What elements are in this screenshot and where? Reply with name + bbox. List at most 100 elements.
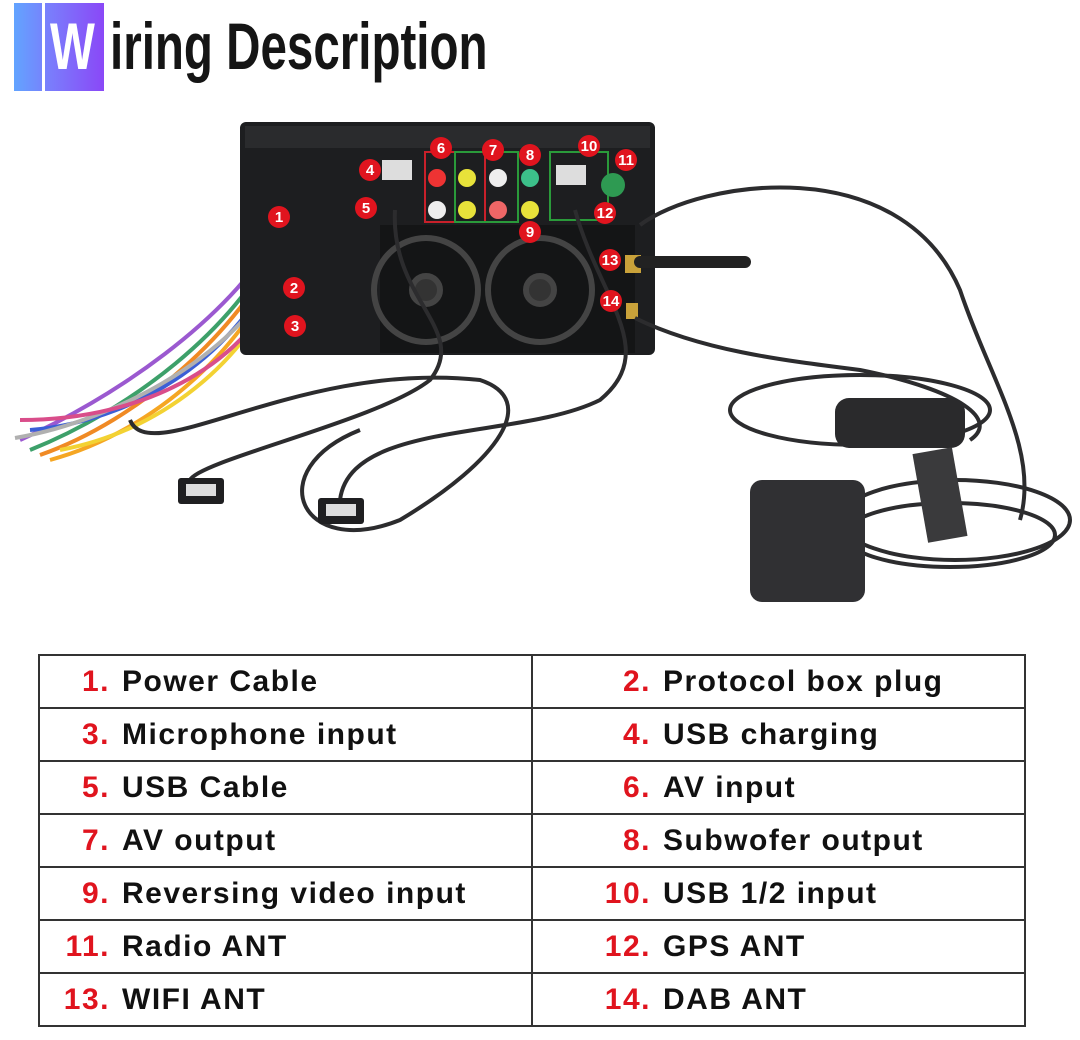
cooling-fan bbox=[371, 235, 595, 345]
marker-number: 6 bbox=[437, 140, 445, 157]
table-row: 11. Radio ANT 12. GPS ANT bbox=[38, 919, 1026, 974]
legend-label: GPS ANT bbox=[663, 929, 806, 963]
legend-number: 9. bbox=[81, 876, 110, 910]
marker-number: 11 bbox=[618, 152, 634, 169]
legend-cell: 9. Reversing video input bbox=[38, 866, 533, 921]
page-title: iring Description bbox=[110, 9, 488, 83]
marker-badge bbox=[359, 159, 381, 181]
marker-1: 1 bbox=[268, 206, 290, 228]
legend-number: 5. bbox=[81, 770, 110, 804]
marker-number: 13 bbox=[602, 252, 619, 269]
marker-number: 1 bbox=[275, 209, 283, 226]
table-row: 13. WIFI ANT 14. DAB ANT bbox=[38, 972, 1026, 1027]
marker-number: 4 bbox=[366, 162, 375, 179]
marker-7: 7 bbox=[482, 139, 504, 161]
dab-antenna-module bbox=[750, 480, 865, 602]
legend-label: DAB ANT bbox=[663, 982, 808, 1016]
marker-number: 3 bbox=[291, 318, 299, 335]
marker-6: 6 bbox=[430, 137, 452, 159]
marker-14: 14 bbox=[600, 290, 622, 312]
marker-badge bbox=[355, 197, 377, 219]
legend-number: 11. bbox=[65, 929, 110, 963]
marker-badge bbox=[594, 202, 616, 224]
marker-badge bbox=[430, 137, 452, 159]
marker-badge bbox=[283, 277, 305, 299]
title-accent-box bbox=[14, 3, 104, 91]
rca-jacks bbox=[428, 169, 539, 219]
marker-number: 5 bbox=[362, 200, 370, 217]
wiring-legend-table: 1. Power Cable 2. Protocol box plug 3. Microp… bbox=[38, 654, 1026, 1027]
legend-number: 1. bbox=[81, 664, 110, 698]
legend-cell: 11. Radio ANT bbox=[38, 919, 533, 974]
legend-cell: 8. Subwofer output bbox=[531, 813, 1026, 868]
legend-cell: 7. AV output bbox=[38, 813, 533, 868]
marker-badge bbox=[519, 144, 541, 166]
legend-label: Reversing video input bbox=[122, 876, 467, 910]
legend-label: WIFI ANT bbox=[122, 982, 267, 1016]
marker-8: 8 bbox=[519, 144, 541, 166]
legend-cell: 4. USB charging bbox=[531, 707, 1026, 762]
legend-cell: 12. GPS ANT bbox=[531, 919, 1026, 974]
marker-badge bbox=[615, 149, 637, 171]
marker-13: 13 bbox=[599, 249, 621, 271]
marker-badge bbox=[482, 139, 504, 161]
legend-cell: 1. Power Cable bbox=[38, 654, 533, 709]
legend-number: 12. bbox=[604, 929, 651, 963]
legend-label: Protocol box plug bbox=[663, 664, 944, 698]
marker-badge bbox=[519, 221, 541, 243]
legend-number: 2. bbox=[622, 664, 651, 698]
title-initial: W bbox=[50, 9, 95, 83]
legend-label: Microphone input bbox=[122, 717, 398, 751]
marker-12: 12 bbox=[594, 202, 616, 224]
marker-number: 2 bbox=[290, 280, 298, 297]
legend-label: USB 1/2 input bbox=[663, 876, 878, 910]
legend-label: AV output bbox=[122, 823, 277, 857]
table-row: 7. AV output 8. Subwofer output bbox=[38, 813, 1026, 868]
marker-number: 8 bbox=[526, 147, 534, 164]
marker-number: 12 bbox=[597, 205, 614, 222]
marker-badge bbox=[268, 206, 290, 228]
legend-cell: 2. Protocol box plug bbox=[531, 654, 1026, 709]
marker-5: 5 bbox=[355, 197, 377, 219]
radio-ant-jack bbox=[601, 173, 625, 197]
table-row: 5. USB Cable 6. AV input bbox=[38, 760, 1026, 815]
marker-number: 7 bbox=[489, 142, 497, 159]
legend-label: Power Cable bbox=[122, 664, 319, 698]
legend-cell: 14. DAB ANT bbox=[531, 972, 1026, 1027]
marker-11: 11 bbox=[615, 149, 637, 171]
gps-antenna-module bbox=[835, 398, 965, 448]
legend-cell: 10. USB 1/2 input bbox=[531, 866, 1026, 921]
table-row: 9. Reversing video input 10. USB 1/2 input bbox=[38, 866, 1026, 921]
legend-number: 13. bbox=[63, 982, 110, 1016]
marker-number: 10 bbox=[581, 138, 598, 155]
marker-badge bbox=[599, 249, 621, 271]
legend-number: 3. bbox=[81, 717, 110, 751]
usb-port-icon bbox=[382, 160, 412, 180]
marker-10: 10 bbox=[578, 135, 600, 157]
legend-number: 4. bbox=[622, 717, 651, 751]
marker-9: 9 bbox=[519, 221, 541, 243]
legend-number: 7. bbox=[81, 823, 110, 857]
legend-label: USB Cable bbox=[122, 770, 289, 804]
usb-port-icon bbox=[556, 165, 586, 185]
marker-badge bbox=[578, 135, 600, 157]
legend-number: 8. bbox=[622, 823, 651, 857]
marker-badge bbox=[600, 290, 622, 312]
table-row: 1. Power Cable 2. Protocol box plug bbox=[38, 654, 1026, 709]
marker-2: 2 bbox=[283, 277, 305, 299]
legend-cell: 5. USB Cable bbox=[38, 760, 533, 815]
legend-label: AV input bbox=[663, 770, 797, 804]
dab-connector bbox=[626, 303, 638, 319]
legend-label: Radio ANT bbox=[122, 929, 288, 963]
legend-label: USB charging bbox=[663, 717, 880, 751]
legend-label: Subwofer output bbox=[663, 823, 924, 857]
legend-number: 14. bbox=[604, 982, 651, 1016]
marker-3: 3 bbox=[284, 315, 306, 337]
legend-number: 10. bbox=[604, 876, 651, 910]
legend-cell: 3. Microphone input bbox=[38, 707, 533, 762]
legend-number: 6. bbox=[622, 770, 651, 804]
table-row: 3. Microphone input 4. USB charging bbox=[38, 707, 1026, 762]
legend-cell: 13. WIFI ANT bbox=[38, 972, 533, 1027]
marker-number: 9 bbox=[526, 224, 534, 241]
